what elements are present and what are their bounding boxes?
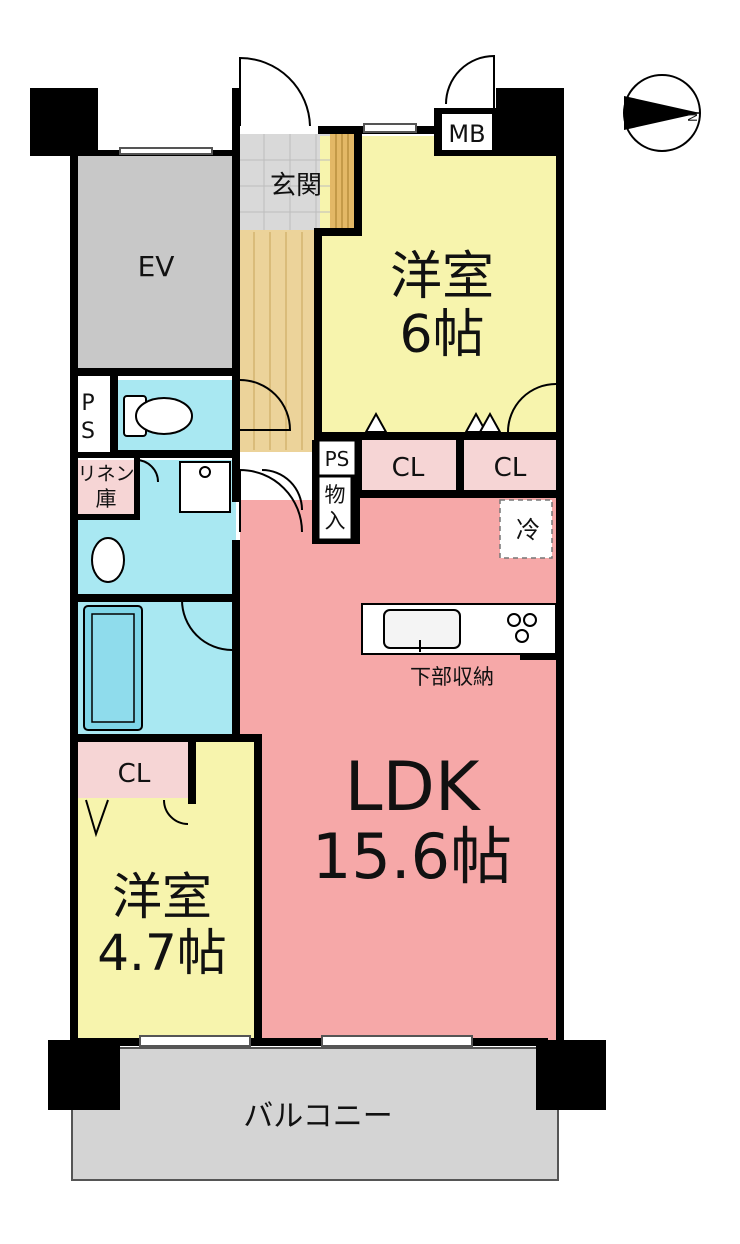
bedroom2-size: 4.7帖 — [97, 924, 227, 982]
compass: N — [623, 74, 701, 152]
ldk-corridor-floor — [240, 452, 316, 500]
linen-label-2: 庫 — [96, 487, 117, 511]
ps-left-label-1: P — [81, 391, 94, 416]
balcony-area — [71, 1047, 559, 1181]
linen-label-1: リネン — [77, 463, 134, 485]
ldk-size: 15.6帖 — [312, 820, 512, 893]
windows — [119, 123, 473, 1047]
under-storage-label: 下部収納 — [410, 665, 494, 689]
entrance-door — [239, 56, 311, 127]
washbasin-fixture — [91, 461, 231, 583]
closet-label-2: CL — [494, 453, 527, 483]
toilet-fixture — [123, 395, 193, 437]
entrance-tiles — [240, 134, 330, 230]
bedroom2-closet — [78, 742, 190, 798]
bedroom1-closet-left — [360, 440, 456, 492]
storage-label-2: 入 — [325, 509, 346, 533]
storage-box — [316, 474, 354, 542]
ev-label: EV — [138, 250, 175, 283]
bath-door — [180, 599, 233, 651]
closet-label-3: CL — [118, 759, 151, 789]
toilet-door — [239, 379, 292, 431]
ev-shaft — [78, 152, 234, 370]
washroom-door — [239, 468, 303, 533]
ldk-floor — [240, 496, 558, 1044]
fridge-space — [499, 499, 553, 559]
ldk-name: LDK — [345, 748, 482, 827]
closet-door-marks — [364, 411, 502, 433]
linen-closet — [78, 460, 134, 518]
ps-left-box — [78, 376, 110, 452]
ps-center-box — [316, 438, 358, 478]
mb-box — [438, 110, 496, 154]
hall-floor — [240, 230, 318, 452]
ps-center-label: PS — [325, 447, 350, 471]
compass-north-label: N — [685, 113, 699, 122]
doors — [85, 54, 557, 838]
entrance-step-boards — [335, 134, 349, 230]
fridge-label: 冷 — [516, 516, 540, 544]
mb-door — [445, 54, 495, 112]
ps-left-label-2: S — [81, 419, 95, 444]
kitchen-counter — [361, 603, 557, 655]
closet-label-1: CL — [392, 453, 425, 483]
bedroom2-name: 洋室 — [112, 868, 212, 926]
bedroom1-door — [507, 383, 557, 433]
bedroom1-name: 洋室 — [390, 247, 494, 307]
balcony-label: バルコニー — [243, 1099, 392, 1134]
bedroom1-size: 6帖 — [399, 305, 484, 365]
hall-boards — [253, 232, 303, 450]
mb-label: MB — [448, 120, 485, 148]
bedroom1-closet-right — [464, 440, 556, 492]
storage-label-1: 物 — [325, 483, 346, 507]
entrance-label: 玄関 — [270, 171, 322, 201]
